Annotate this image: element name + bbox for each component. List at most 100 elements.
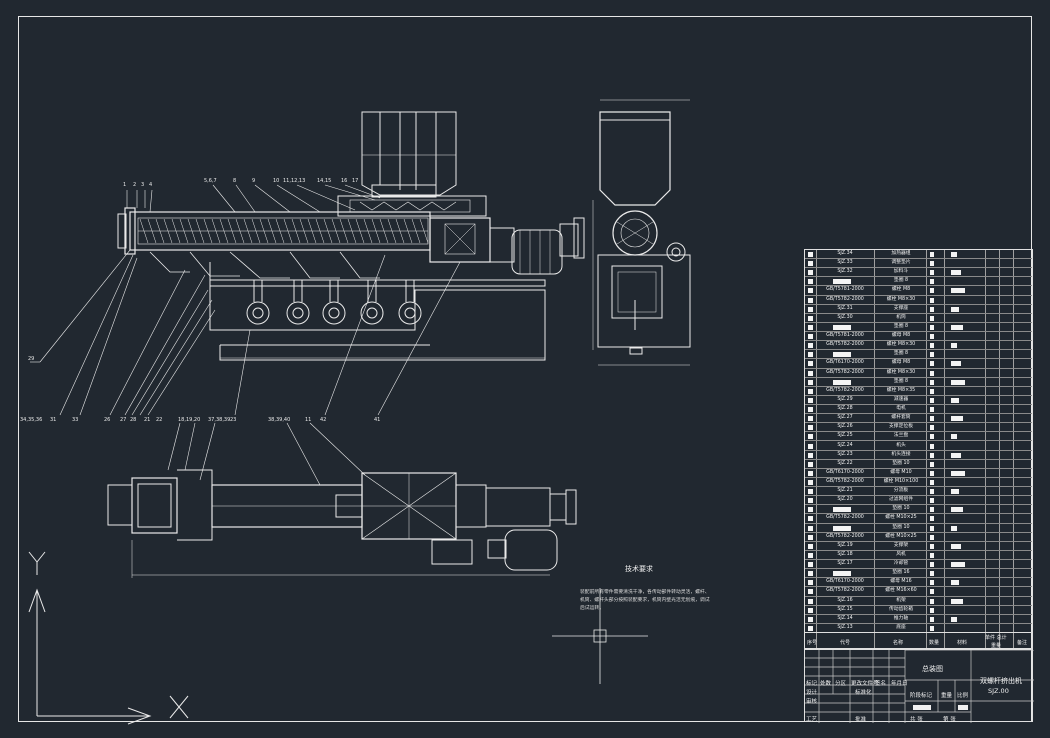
svg-text:2: 2 xyxy=(133,182,136,188)
bom-header-code: 代号 xyxy=(840,640,851,646)
drawing-number: SJZ.00 xyxy=(988,687,1009,695)
row-marker xyxy=(808,397,813,403)
svg-text:22: 22 xyxy=(156,417,162,423)
svg-text:26: 26 xyxy=(104,417,110,423)
qty-marker xyxy=(930,479,934,485)
qty-marker xyxy=(930,425,934,431)
svg-text:38,39,40: 38,39,40 xyxy=(268,417,290,423)
machine-name: 双螺杆挤出机 xyxy=(980,677,1022,685)
svg-text:10: 10 xyxy=(273,178,279,184)
qty-marker xyxy=(930,589,934,595)
centre-mark xyxy=(552,588,648,684)
qty-marker xyxy=(930,270,934,276)
stage-mark xyxy=(913,705,931,710)
qty-marker xyxy=(930,607,934,613)
bom-cell-name: 支撑座 xyxy=(893,305,909,311)
bom-row: 垫圈 10 xyxy=(805,505,1032,515)
tb-signature: 签名 xyxy=(875,681,887,687)
bom-header: 序号 代号 名称 数量 材料 单件 总计 重量 备注 xyxy=(804,632,1033,649)
row-marker xyxy=(808,288,813,294)
bom-cell-name: 机头 xyxy=(896,442,906,448)
bom-row: 垫圈 8 xyxy=(805,350,1032,360)
bom-cell-name: 加热器组 xyxy=(891,251,911,256)
svg-text:9: 9 xyxy=(252,178,255,184)
row-marker xyxy=(808,434,813,440)
row-marker xyxy=(808,580,813,586)
fan-duct xyxy=(405,279,415,302)
material-marker xyxy=(951,306,959,312)
bom-row: SJZ.21 分流板 xyxy=(805,487,1032,497)
tech-requirements-title: 技术要求 xyxy=(625,565,653,573)
code-marker xyxy=(833,379,851,385)
row-marker xyxy=(808,297,813,303)
qty-marker xyxy=(930,543,934,549)
bom-cell-code: GB/T5782-2000 xyxy=(826,296,864,302)
row-marker xyxy=(808,343,813,349)
bom-cell-name: 冷却管 xyxy=(893,561,909,567)
bom-cell-code: SJZ.34 xyxy=(837,251,853,256)
code-marker xyxy=(833,352,851,358)
bom-cell-name: 垫圈 8 xyxy=(893,351,909,357)
qty-marker xyxy=(930,416,934,422)
qty-marker xyxy=(930,534,934,540)
bom-row: 垫圈 8 xyxy=(805,378,1032,387)
bom-header-remark: 备注 xyxy=(1017,640,1028,646)
svg-text:1: 1 xyxy=(123,182,126,188)
qty-marker xyxy=(930,516,934,522)
tb-date: 年月日 xyxy=(891,681,908,687)
bom-cell-code: GB/T5782-2000 xyxy=(826,387,864,393)
cooling-fan xyxy=(286,301,310,325)
material-marker xyxy=(951,489,959,495)
bom-cell-code: SJZ.25 xyxy=(837,433,853,439)
qty-marker xyxy=(930,343,934,349)
row-marker xyxy=(808,306,813,312)
bom-cell-name: 推力轴 xyxy=(893,615,909,621)
bom-cell-code: GB/T5782-2000 xyxy=(826,515,864,521)
svg-text:18,19,20: 18,19,20 xyxy=(178,417,200,423)
qty-marker xyxy=(930,334,934,340)
material-marker xyxy=(951,616,957,622)
bom-cell-code: SJZ.15 xyxy=(837,606,853,612)
row-marker xyxy=(808,407,813,413)
bom-cell-code: SJZ.13 xyxy=(837,624,853,630)
material-marker xyxy=(951,252,957,257)
ucs-x-label: X xyxy=(190,700,191,701)
side-view xyxy=(592,99,691,366)
bom-cell-name: 电机 xyxy=(896,406,906,412)
material-marker xyxy=(951,452,961,458)
tech-requirements-text: 装配前所有零件需要清洗干净，各传动部件转动灵活，螺杆、机筒、螺杆头部分按照装配要… xyxy=(580,590,710,611)
bom-cell-code: GB/T5781-2000 xyxy=(826,333,864,339)
bom-row: 垫圈 16 xyxy=(805,569,1032,579)
bom-cell-name: 垫圈 16 xyxy=(892,570,910,576)
bom-cell-name: 支撑定位板 xyxy=(889,424,913,430)
bom-cell-name: 传动齿轮箱 xyxy=(889,606,913,612)
bom-cell-name: 机筒 xyxy=(896,314,906,320)
tb-standard: 标准化 xyxy=(855,690,872,696)
bom-cell-code: GB/T5782-2000 xyxy=(826,588,864,594)
bom-cell-code: SJZ.21 xyxy=(837,488,853,494)
bom-cell-name: 分流板 xyxy=(893,488,909,494)
bom-cell-code: SJZ.20 xyxy=(837,497,853,503)
drawing-title: 总装图 xyxy=(922,665,943,673)
bom-cell-code: SJZ.31 xyxy=(837,305,853,311)
svg-text:28: 28 xyxy=(130,417,136,423)
bom-cell-code: SJZ.33 xyxy=(837,260,853,266)
svg-text:17: 17 xyxy=(352,178,358,184)
fan-duct xyxy=(293,279,303,302)
bom-row: 垫圈 10 xyxy=(805,524,1032,533)
